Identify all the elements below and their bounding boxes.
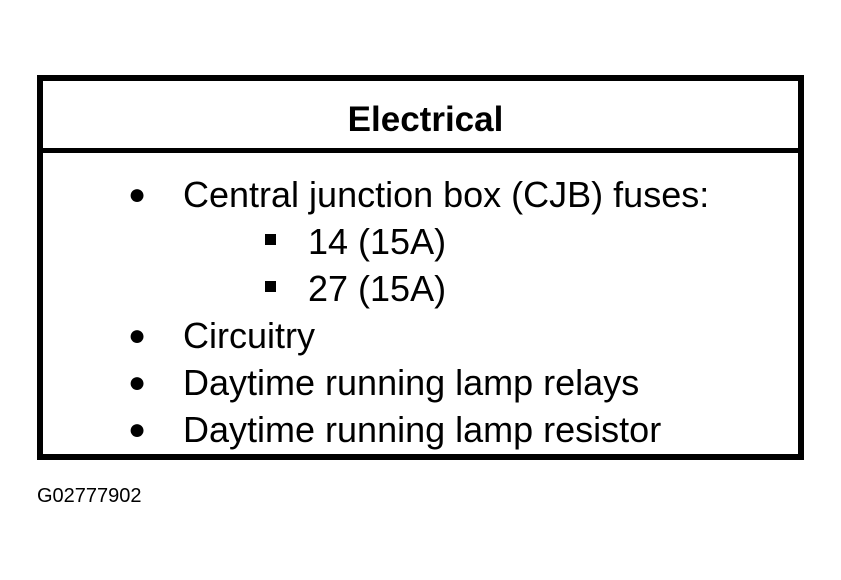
bullet-icon: ● [128, 413, 147, 446]
sub-list-item-label: 14 (15A) [308, 221, 447, 262]
square-bullet-icon [265, 234, 276, 245]
sub-list-item: 27 (15A) [43, 265, 798, 312]
panel-title: Electrical [347, 100, 504, 139]
square-bullet-icon [265, 281, 276, 292]
bullet-icon: ● [128, 319, 147, 352]
bullet-icon: ● [128, 366, 147, 399]
list-item-label: Circuitry [183, 315, 315, 356]
figure-id: G02777902 [37, 485, 142, 507]
list-item-label: Central junction box (CJB) fuses: [183, 174, 710, 215]
electrical-panel: Electrical ● Central junction box (CJB) … [37, 75, 804, 460]
list-item-label: Daytime running lamp relays [183, 362, 640, 403]
sub-list-item-label: 27 (15A) [308, 268, 447, 309]
list-item: ● Daytime running lamp resistor [43, 406, 798, 453]
list-item: ● Circuitry [43, 312, 798, 359]
sub-list-item: 14 (15A) [43, 218, 798, 265]
list-item: ● Daytime running lamp relays [43, 359, 798, 406]
list-item-label: Daytime running lamp resistor [183, 409, 662, 450]
list-item: ● Central junction box (CJB) fuses: [43, 171, 798, 218]
panel-header: Electrical [43, 81, 798, 153]
bullet-icon: ● [128, 178, 147, 211]
item-list: ● Central junction box (CJB) fuses: 14 (… [43, 171, 798, 453]
